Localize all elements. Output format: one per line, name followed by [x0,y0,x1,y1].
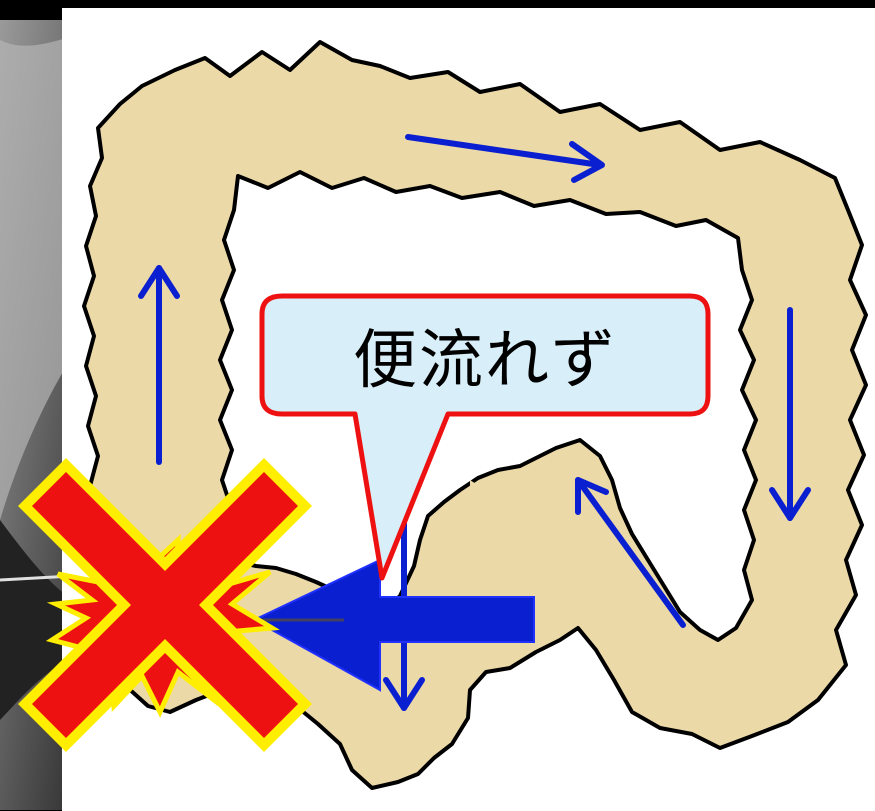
arrow-top [405,134,605,183]
blocked-flow-arrow [251,558,535,692]
arrow-sigmoid-up [575,477,686,628]
flow-arrows [138,134,811,711]
speech-bubble [259,293,711,581]
blocked-x-icon [18,458,312,752]
arrow-right-down [769,307,811,521]
arrow-left-up [138,265,180,465]
callout-label: 便流れず [353,324,617,398]
